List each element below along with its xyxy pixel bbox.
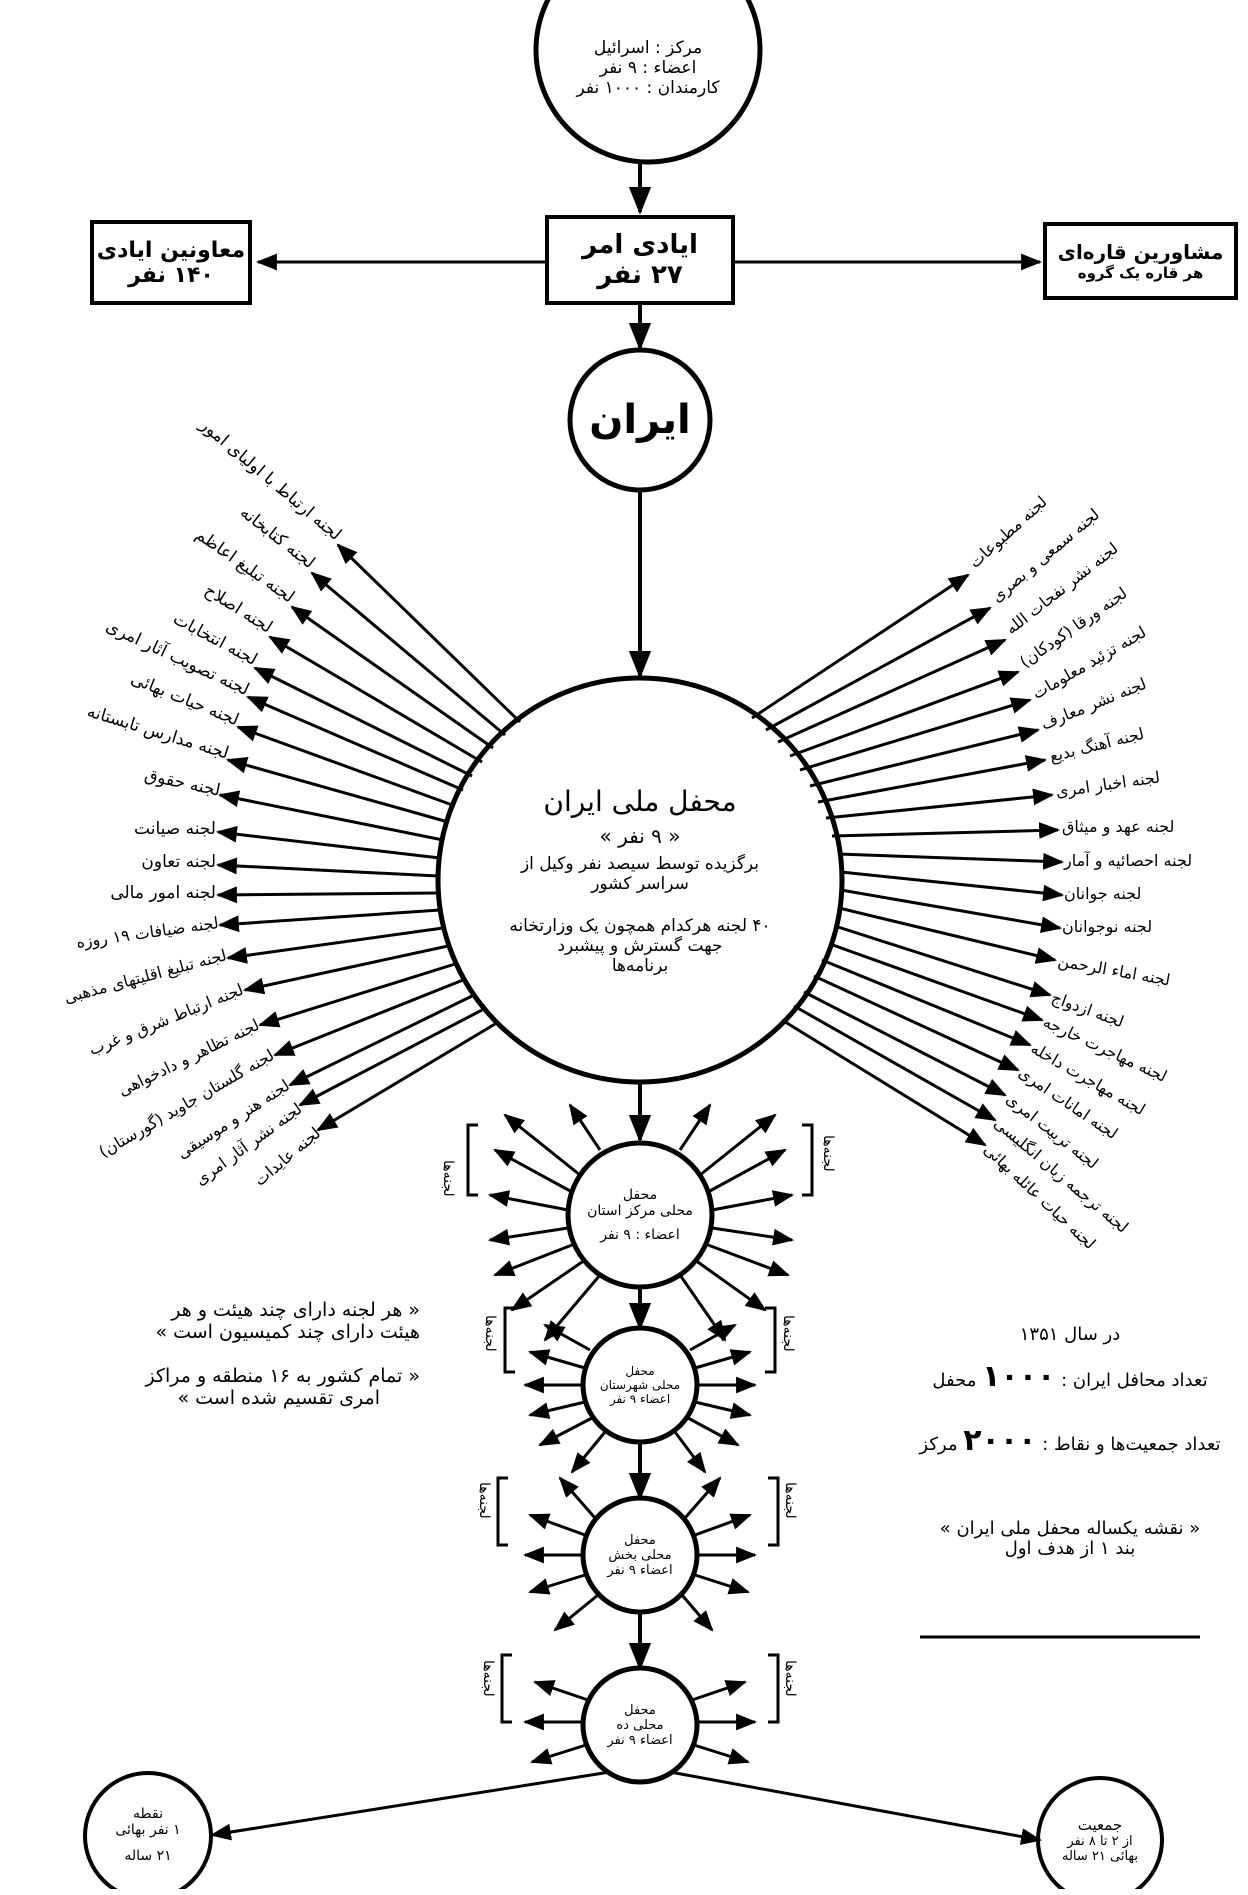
group-circle: جمعیت از ۲ تا ۸ نفر بهائی ۲۱ ساله xyxy=(1042,1785,1158,1895)
left-committee-label: لجنه تعاون xyxy=(141,852,216,872)
right-committee-label: لجنه نوجوانان xyxy=(1062,917,1153,936)
village-circle-group xyxy=(500,1653,780,1785)
county-assembly-line1: محفل xyxy=(625,1364,655,1378)
national-assembly-circle: محفل ملی ایران « ۹ نفر » برگزیده توسط سی… xyxy=(465,700,815,1060)
left-note-line3: « تمام کشور به ۱۶ منطقه و مراکز xyxy=(145,1364,420,1387)
top-circle-members: اعضاء : ۹ نفر xyxy=(599,58,697,78)
point-circle-shape xyxy=(83,1771,213,1889)
province-committees-left: لجنه‌ها xyxy=(440,1160,457,1197)
national-assembly-desc-4: جهت گسترش و پیشبرد xyxy=(557,935,723,956)
plan-subtitle: بند ۱ از هدف اول xyxy=(1004,1538,1136,1560)
top-circle-staff: کارمندان : ۱۰۰۰ نفر xyxy=(576,78,720,98)
county-committees-right: لجنه‌ها xyxy=(780,1315,797,1352)
stats-assemblies-value: ۱۰۰۰ xyxy=(982,1358,1056,1394)
right-committee-label: لجنه احصائیه و آمار xyxy=(1064,851,1193,870)
group-circle-shape xyxy=(1036,1776,1164,1889)
arrow-village-to-point xyxy=(209,1770,611,1841)
iran-label: ایران xyxy=(589,397,691,443)
national-assembly-desc-1: برگزیده توسط سیصد نفر وکیل از xyxy=(520,853,760,874)
stats-groups-label: تعداد جمعیت‌ها و نقاط : xyxy=(1042,1434,1221,1456)
right-committee-arrows xyxy=(751,573,1065,1147)
statistics-note: در سال ۱۳۵۱ تعداد محافل ایران : ۱۰۰۰ محف… xyxy=(900,1324,1240,1560)
plan-title: « نقشه یکساله محفل ملی ایران » xyxy=(939,1517,1201,1539)
national-assembly-desc-5: برنامه‌ها xyxy=(611,955,669,976)
group-circle-count: از ۲ تا ۸ نفر xyxy=(1067,1834,1133,1849)
top-circle-shape xyxy=(533,0,763,165)
county-assembly-line2: محلی شهرستان xyxy=(599,1378,681,1392)
iran-circle: ایران xyxy=(570,350,710,490)
national-assembly-desc-3: ۴۰ لجنه هرکدام همچون یک وزارتخانه xyxy=(509,915,771,936)
stats-groups-row: تعداد جمعیت‌ها و نقاط : ۲۰۰۰ مرکز xyxy=(900,1423,1240,1459)
district-assembly-line1: محفل xyxy=(624,1532,656,1548)
village-committees-right: لجنه‌ها xyxy=(782,1660,799,1697)
counsellors-subtitle: هر قاره یک گروه xyxy=(1077,264,1204,282)
national-assembly-desc-2: سراسر کشور xyxy=(591,873,689,894)
province-committees-right: لجنه‌ها xyxy=(820,1135,837,1172)
counsellors-title: مشاورین قاره‌ای xyxy=(1057,240,1224,264)
left-committee-label: لجنه امور مالی xyxy=(110,883,216,903)
province-assembly-line1: محفل xyxy=(622,1187,658,1203)
deputies-count: ۱۴۰ نفر xyxy=(128,262,214,288)
stats-assemblies-label: تعداد محافل ایران : xyxy=(1061,1369,1208,1391)
left-committee-arrows xyxy=(215,543,522,1132)
county-assembly-members: اعضاء ۹ نفر xyxy=(609,1392,671,1406)
hands-of-cause-title: ایادی امر xyxy=(582,230,698,260)
province-assembly-line2: محلی مرکز استان xyxy=(587,1203,693,1219)
point-circle-title: نقطه xyxy=(133,1806,163,1822)
stats-assemblies-unit: محفل xyxy=(932,1369,977,1391)
group-circle-age: بهائی ۲۱ ساله xyxy=(1061,1849,1139,1864)
left-note: « هر لجنه دارای چند هیئت و هر هیئت دارای… xyxy=(50,1299,420,1409)
group-circle-title: جمعیت xyxy=(1077,1816,1123,1834)
province-assembly-circle: محفل محلی مرکز استان اعضاء : ۹ نفر xyxy=(575,1150,705,1280)
county-assembly-circle: محفل محلی شهرستان اعضاء ۹ نفر xyxy=(588,1333,692,1437)
district-committees-right: لجنه‌ها xyxy=(782,1482,799,1519)
point-circle: نقطه ۱ نفر بهائی ۲۱ ساله xyxy=(90,1780,206,1890)
village-assembly-members: اعضاء ۹ نفر xyxy=(607,1732,673,1748)
top-circle-center: مرکز : اسرائیل xyxy=(593,38,703,58)
village-assembly-line2: محلی ده xyxy=(616,1717,664,1733)
village-assembly-circle: محفل محلی ده اعضاء ۹ نفر xyxy=(588,1673,692,1777)
point-circle-age: ۲۱ ساله xyxy=(124,1848,172,1864)
district-assembly-line2: محلی بخش xyxy=(608,1547,672,1563)
point-circle-count: ۱ نفر بهائی xyxy=(115,1822,181,1838)
district-committees-left: لجنه‌ها xyxy=(476,1482,493,1519)
county-committees-left: لجنه‌ها xyxy=(482,1315,499,1352)
right-committee-label: لجنه عهد و میثاق xyxy=(1062,817,1175,836)
left-note-line4: امری تقسیم شده است » xyxy=(177,1386,380,1409)
right-committee-label: لجنه جوانان xyxy=(1064,884,1142,903)
village-committees-left: لجنه‌ها xyxy=(480,1660,497,1697)
hands-of-cause-count: ۲۷ نفر xyxy=(597,260,683,290)
deputies-title: معاونین ایادی xyxy=(96,237,246,263)
stats-groups-value: ۲۰۰۰ xyxy=(963,1423,1037,1459)
stats-year: در سال ۱۳۵۱ xyxy=(1019,1324,1121,1345)
national-assembly-title: محفل ملی ایران xyxy=(543,784,737,818)
district-assembly-members: اعضاء ۹ نفر xyxy=(607,1562,673,1578)
hands-of-cause-box: ایادی امر ۲۷ نفر xyxy=(545,215,735,305)
province-assembly-members: اعضاء : ۹ نفر xyxy=(600,1227,680,1243)
top-circle: مرکز : اسرائیل اعضاء : ۹ نفر کارمندان : … xyxy=(548,8,748,128)
counsellors-box: مشاورین قاره‌ای هر قاره یک گروه xyxy=(1043,222,1238,300)
arrow-village-to-group xyxy=(669,1770,1043,1845)
left-note-line1: « هر لجنه دارای چند هیئت و هر xyxy=(171,1299,420,1321)
stats-assemblies-row: تعداد محافل ایران : ۱۰۰۰ محفل xyxy=(900,1358,1240,1395)
district-assembly-circle: محفل محلی بخش اعضاء ۹ نفر xyxy=(588,1503,692,1607)
deputies-box: معاونین ایادی ۱۴۰ نفر xyxy=(90,220,252,305)
left-note-line2: هیئت دارای چند کمیسیون است » xyxy=(155,1320,420,1343)
national-assembly-members: « ۹ نفر » xyxy=(599,823,681,848)
village-assembly-line1: محفل xyxy=(624,1702,656,1718)
stats-groups-unit: مرکز xyxy=(919,1434,958,1456)
left-committee-label: لجنه صیانت xyxy=(134,819,216,839)
